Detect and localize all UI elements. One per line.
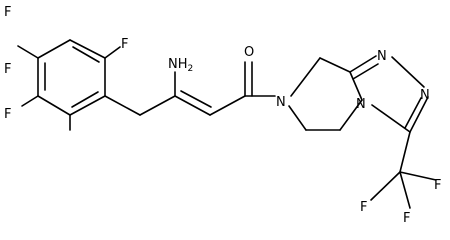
bond-ch2-c3 bbox=[139, 95, 176, 116]
bond-bridge-n-ch2 bbox=[339, 99, 363, 131]
bond-c2-c1 bbox=[209, 95, 246, 116]
bond-c3-c2-double bbox=[180, 90, 212, 108]
bond-ring-inner-2 bbox=[71, 91, 99, 108]
bond-c-bridge-n bbox=[349, 71, 363, 101]
bond-cf3-f-right bbox=[399, 171, 437, 181]
atom-n-triazole-2: N bbox=[420, 88, 430, 103]
bond-ch2-top-c bbox=[319, 57, 351, 73]
atom-n-triazole-1: N bbox=[377, 49, 387, 64]
bond-n2-c-double bbox=[404, 97, 422, 129]
bond-n-ch2-top bbox=[290, 57, 321, 97]
bond-n1-n2 bbox=[391, 56, 425, 88]
bond-cf3-f-bottom bbox=[399, 171, 411, 209]
bond-c-n1 bbox=[349, 55, 377, 73]
bond-f-left-mid bbox=[21, 95, 39, 107]
bond-c-bridge-n2 bbox=[371, 104, 411, 133]
bond-ring-1 bbox=[69, 39, 106, 59]
bond-c-n1-double bbox=[352, 63, 379, 80]
bond-cf3-f-left bbox=[370, 171, 401, 201]
bonds bbox=[17, 39, 437, 209]
bond-f-top-left bbox=[17, 45, 39, 59]
atom-f-left-bottom: F bbox=[4, 107, 11, 122]
bond-ring-inner-1 bbox=[72, 46, 100, 63]
bond-c-cf3 bbox=[399, 131, 411, 173]
atom-n-amide: N bbox=[276, 95, 286, 110]
bond-ch2-bottom-n bbox=[288, 105, 307, 131]
atom-f-cf3-bottom: F bbox=[403, 211, 410, 226]
atom-f-left-mid: F bbox=[4, 62, 11, 77]
atom-f-cf3-right: F bbox=[434, 178, 441, 193]
atom-f-top-left: F bbox=[4, 5, 11, 20]
atom-f-cf3-left: F bbox=[360, 200, 367, 215]
bond-f-top-right bbox=[104, 46, 121, 59]
atom-o: O bbox=[244, 45, 254, 60]
bond-ring-4 bbox=[37, 95, 71, 116]
bond-ring-ch2 bbox=[104, 95, 141, 116]
atom-n-bridgehead: N bbox=[356, 97, 366, 112]
atom-nh2: NH2 bbox=[168, 57, 193, 74]
bond-c3-c2 bbox=[174, 95, 211, 116]
bond-n2-c bbox=[409, 96, 429, 133]
bond-ring-6 bbox=[37, 39, 71, 59]
atom-f-top-right: F bbox=[121, 37, 128, 52]
bond-ring-3 bbox=[69, 95, 106, 116]
chemical-structure: F F F F NH2 O N N N N F F F bbox=[4, 5, 441, 226]
atom-labels: F F F F NH2 O N N N N F F F bbox=[4, 5, 441, 226]
